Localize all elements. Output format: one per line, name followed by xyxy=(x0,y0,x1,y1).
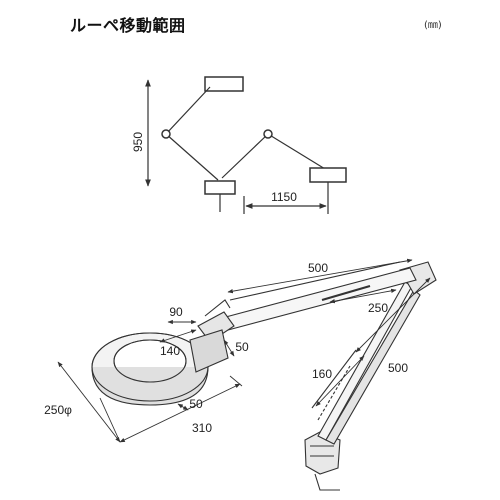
upper-lamp-head xyxy=(204,76,244,92)
head-height-label: 50 xyxy=(189,397,203,411)
right-arm-link xyxy=(267,133,331,173)
upper-arm-link xyxy=(165,86,211,135)
lamp-drawing xyxy=(91,261,437,491)
right-joint xyxy=(263,129,273,139)
movement-schematic xyxy=(145,76,347,214)
neck-length-label: 140 xyxy=(160,344,180,358)
head-depth-label: 310 xyxy=(192,421,212,435)
extended-lamp-head xyxy=(309,167,347,183)
left-joint xyxy=(161,129,171,139)
middle-arm-link xyxy=(221,133,269,179)
arm-segment-label: 160 xyxy=(312,367,332,381)
head-mount xyxy=(189,329,229,373)
lamp-dimensions xyxy=(57,258,431,443)
page-title: ルーペ移動範囲 xyxy=(70,16,186,35)
clamp-width-label: 90 xyxy=(169,305,183,319)
lower-arm-length-label: 500 xyxy=(388,361,408,375)
arm-offset-label: 250 xyxy=(368,301,388,315)
neck-height-label: 50 xyxy=(235,340,249,354)
base-position xyxy=(204,180,236,195)
upper-arm-length-label: 500 xyxy=(308,261,328,275)
left-arm-link xyxy=(165,133,219,181)
reach-label: 1150 xyxy=(271,190,297,204)
head-diameter-label: 250φ xyxy=(44,403,72,417)
height-label: 950 xyxy=(131,132,145,152)
unit-label: (㎜) xyxy=(424,20,442,31)
